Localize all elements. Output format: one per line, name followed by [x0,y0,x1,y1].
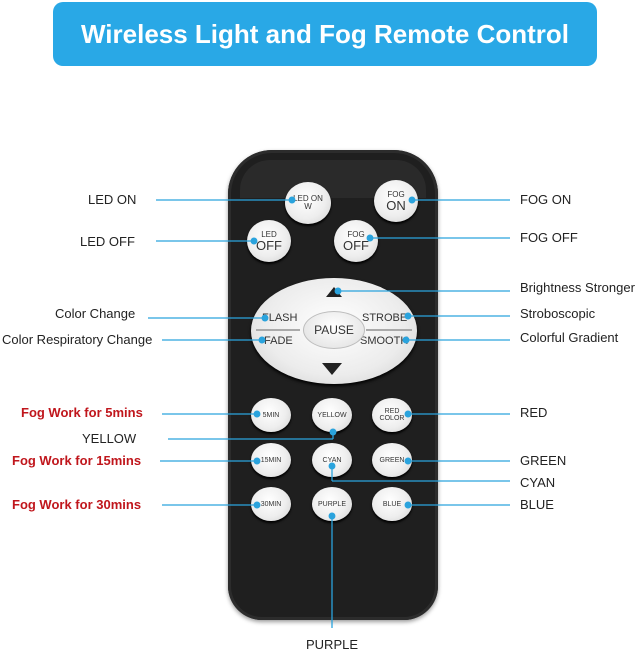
fifteen-min-button-text: 15MIN [260,456,282,464]
leader-gradient-dot [402,336,410,344]
leader-fog-30-dot [253,501,261,509]
label-fog-on: FOG ON [520,192,572,207]
fog-on-button-text: FOG [387,189,405,199]
cyan-button-text: CYAN [322,456,342,464]
label-fog-off: FOG OFF [520,230,578,245]
yellow-button-text: YELLOW [317,411,347,419]
fog-off-button-text: FOG [347,229,365,239]
brightness-up-arrow-icon[interactable] [326,287,342,297]
label-fog-5: Fog Work for 5mins [21,405,143,420]
label-colorful-gradient: Colorful Gradient [520,330,619,345]
label-stroboscopic: Stroboscopic [520,306,596,321]
leader-fog-5-dot [253,410,261,418]
leader-color-change-dot [261,314,269,322]
led-off-button-text: LED [261,229,277,239]
red-color-button-text: RED [384,408,400,415]
leader-red-dot [404,410,412,418]
fog-on-button-subtext: ON [386,197,406,213]
leader-fog-off-dot [366,234,374,242]
cyan-button[interactable]: CYAN [312,443,352,477]
led-on-button-text: LED ON [293,194,323,203]
label-color-change: Color Change [55,306,136,321]
page-title: Wireless Light and Fog Remote Control [80,18,569,49]
red-color-button-subtext: COLOR [379,415,405,422]
brightness-down-arrow-icon[interactable] [322,363,342,375]
label-color-respiratory-change: Color Respiratory Change [2,332,153,347]
label-blue: BLUE [520,497,554,512]
label-brightness-stronger: Brightness Stronger [520,280,635,295]
leader-fog-15-dot [253,457,261,465]
smooth-button[interactable]: SMOOTH [360,335,409,347]
leader-respiratory-dot [258,336,266,344]
leader-cyan-dot [328,462,336,470]
fog-off-button[interactable]: FOG OFF [334,220,378,262]
thirty-min-button-text: 30MIN [260,500,282,508]
label-green: GREEN [520,453,567,468]
flash-button[interactable]: FLASH [262,312,298,324]
leader-led-off-dot [250,237,258,245]
pause-button[interactable]: PAUSE [303,311,365,349]
label-led-on: LED ON [88,192,137,207]
yellow-button[interactable]: YELLOW [312,398,352,432]
strobe-button[interactable]: STROBE [362,312,408,324]
leader-green-dot [404,457,412,465]
label-led-off: LED OFF [80,234,135,249]
led-off-button-subtext: OFF [256,237,282,253]
label-fog-15: Fog Work for 15mins [12,453,142,468]
leader-blue-dot [404,501,412,509]
leader-brightness-dot [334,287,342,295]
label-cyan: CYAN [520,475,556,490]
leader-led-on-dot [288,196,296,204]
leader-stroboscopic-dot [404,312,412,320]
five-min-button-text: 5MIN [262,411,280,419]
title-banner: Wireless Light and Fog Remote Control [53,2,597,66]
fade-button[interactable]: FADE [264,335,293,347]
label-yellow: YELLOW [82,431,137,446]
label-fog-30: Fog Work for 30mins [12,497,142,512]
green-button-text: GREEN [379,456,405,464]
leader-yellow-dot [329,428,337,436]
purple-button[interactable]: PURPLE [312,487,352,521]
leader-purple-dot [328,512,336,520]
led-on-button-subtext: W [304,202,312,211]
purple-button-text: PURPLE [317,500,346,508]
fog-off-button-subtext: OFF [343,237,369,253]
label-red: RED [520,405,548,420]
leader-fog-on-dot [408,196,416,204]
blue-button-text: BLUE [382,500,402,508]
label-purple: PURPLE [306,637,359,652]
